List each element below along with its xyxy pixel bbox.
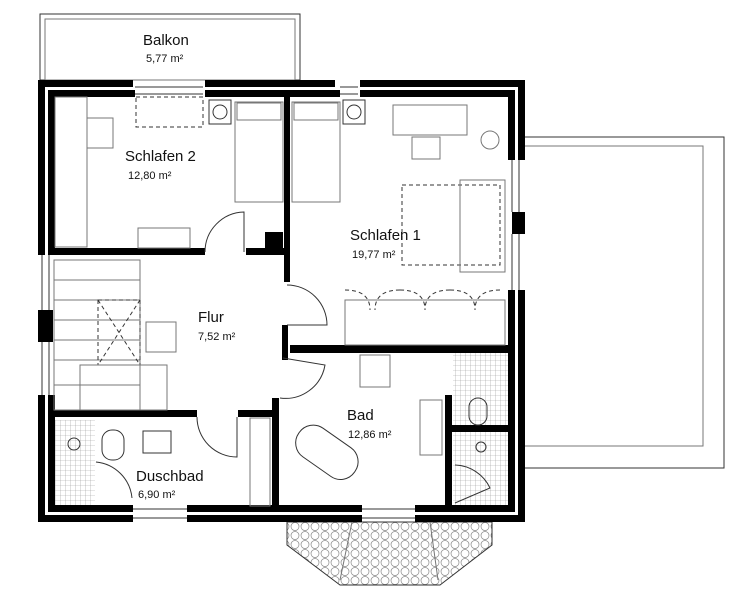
room-area: 12,86 m² xyxy=(348,429,392,441)
room-schlafen-2: Schlafen 2 12,80 m² xyxy=(125,148,196,182)
room-area: 7,52 m² xyxy=(198,331,236,343)
bay-window xyxy=(286,521,493,586)
interior-walls xyxy=(52,97,510,508)
room-name: Bad xyxy=(347,407,374,424)
room-name: Duschbad xyxy=(136,468,204,485)
room-duschbad: Duschbad 6,90 m² xyxy=(136,468,204,501)
shower-tiles xyxy=(55,420,95,505)
room-schlafen-1: Schlafen 1 19,77 m² xyxy=(350,227,421,261)
room-area: 19,77 m² xyxy=(352,249,396,261)
room-area: 5,77 m² xyxy=(146,53,184,65)
windows xyxy=(41,86,520,519)
outer-walls xyxy=(38,80,525,522)
furniture xyxy=(53,96,506,507)
balcony xyxy=(39,13,301,81)
room-name: Schlafen 2 xyxy=(125,148,196,165)
doors xyxy=(95,211,491,504)
room-flur: Flur 7,52 m² xyxy=(198,309,236,343)
room-balkon: Balkon 5,77 m² xyxy=(143,32,189,65)
room-name: Schlafen 1 xyxy=(350,227,421,244)
room-area: 12,80 m² xyxy=(128,170,172,182)
room-bad: Bad 12,86 m² xyxy=(347,407,392,441)
room-name: Balkon xyxy=(143,32,189,49)
room-name: Flur xyxy=(198,309,224,326)
terrace xyxy=(525,136,725,469)
room-area: 6,90 m² xyxy=(138,489,176,501)
